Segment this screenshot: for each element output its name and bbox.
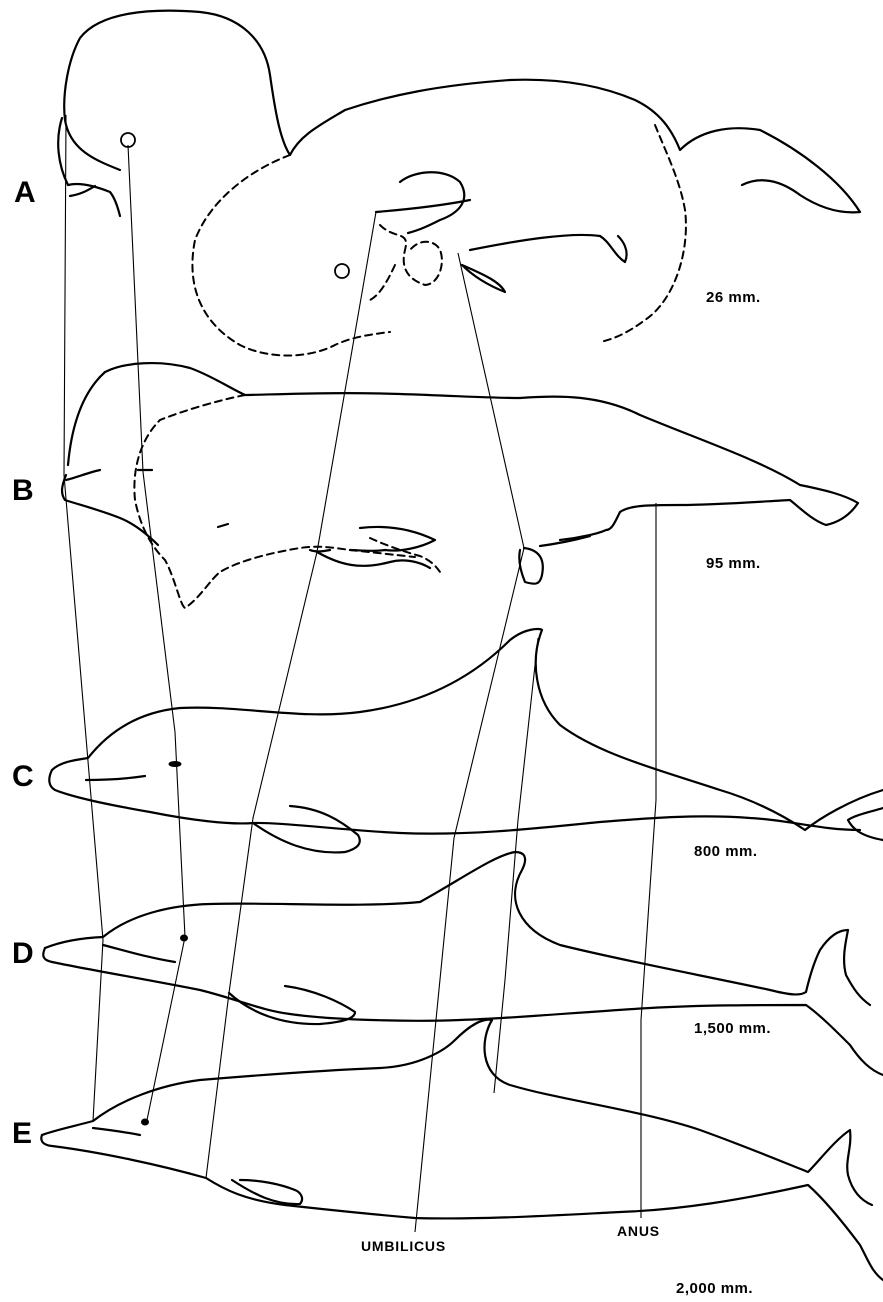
dolphin-d-mouth <box>103 945 175 962</box>
dolphin-e-body <box>42 1020 872 1205</box>
anus-label: ANUS <box>617 1223 660 1239</box>
dolphin-c-eye <box>169 762 181 767</box>
anus-guide-line <box>641 503 656 1218</box>
embryo-a-head <box>64 11 860 213</box>
fetus-b-mouth <box>66 470 100 480</box>
embryo-a-tail-lower <box>462 265 505 292</box>
eye-guide-line <box>128 145 185 1120</box>
dolphin-e-mouth <box>93 1128 140 1135</box>
stage-letter-a: A <box>14 176 36 209</box>
length-label-c: 800 mm. <box>694 843 758 860</box>
dolphin-c-belly <box>49 770 860 834</box>
length-label-a: 26 mm. <box>706 289 761 306</box>
embryo-a-tail <box>470 235 627 262</box>
dolphin-c <box>49 629 883 852</box>
fetus-b-belly <box>310 550 430 568</box>
stage-letter-b: B <box>12 474 34 507</box>
dolphin-c-mouth <box>86 776 145 780</box>
dolphin-e-eye <box>142 1119 149 1125</box>
umbilicus-guide-line-front <box>206 212 376 1178</box>
embryo-a-ear <box>335 264 349 278</box>
length-label-b: 95 mm. <box>706 555 761 572</box>
dolphin-d-eye <box>181 935 188 941</box>
embryo-a-body-dashed <box>192 125 686 356</box>
dolphin-d <box>43 852 883 1075</box>
length-label-e: 2,000 mm. <box>676 1280 753 1297</box>
fetus-b-snout <box>62 475 158 545</box>
dolphin-e <box>41 1020 883 1280</box>
embryo-a-limb <box>376 172 470 233</box>
fetus-b-body-dashed <box>134 395 415 608</box>
fetus-b-mark <box>218 524 228 527</box>
fetus-b-back <box>68 363 858 525</box>
stage-letter-d: D <box>12 937 34 970</box>
embryo-a-hindlimb-dashed <box>370 225 442 300</box>
fetus-b-dorsal <box>540 536 590 546</box>
stage-letter-c: C <box>12 760 34 793</box>
dorsal-fin-guide-line <box>494 638 538 1093</box>
dolphin-c-body <box>52 629 883 830</box>
stage-letter-e: E <box>12 1117 32 1150</box>
dolphin-e-belly <box>41 1135 883 1280</box>
umbilicus-label: UMBILICUS <box>361 1238 446 1254</box>
length-label-d: 1,500 mm. <box>694 1020 771 1037</box>
dolphin-c-fluke <box>848 808 883 840</box>
embryo-a-eye <box>121 133 135 147</box>
dolphin-d-body <box>45 852 870 1005</box>
dolphin-e-flipper <box>232 1180 302 1204</box>
